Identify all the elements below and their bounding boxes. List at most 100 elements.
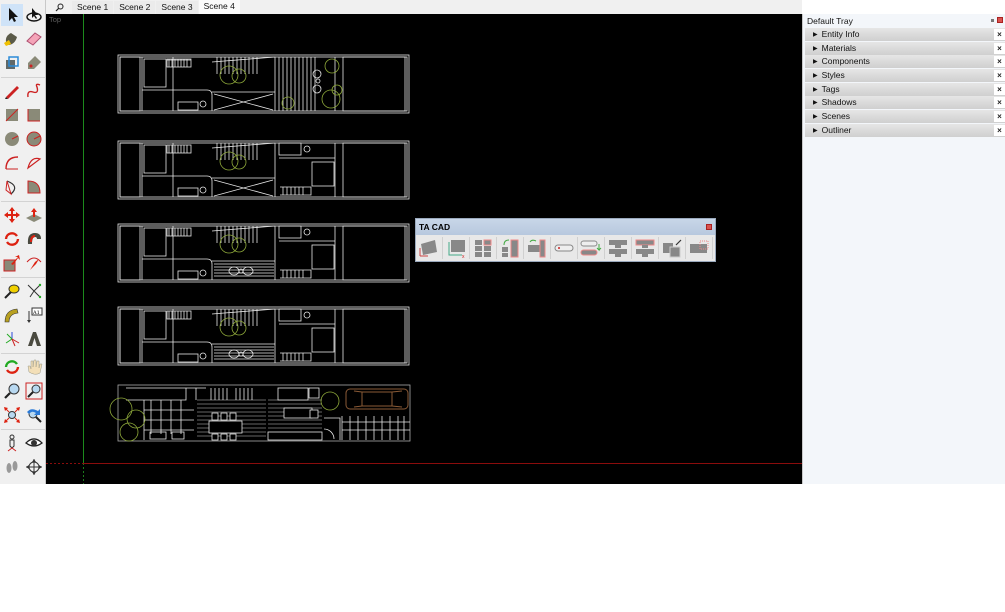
tray-close-button[interactable] xyxy=(997,17,1003,23)
panel-scenes[interactable]: ▶Scenes × xyxy=(805,110,1005,124)
text-label-button[interactable] xyxy=(552,237,578,259)
rectangle-tool-button[interactable] xyxy=(1,104,23,126)
panel-label: Tags xyxy=(821,83,840,94)
red-axis-negative xyxy=(46,463,83,464)
floor-plan-4[interactable] xyxy=(117,306,411,368)
expand-arrow-icon: ▶ xyxy=(813,127,818,134)
paint-bucket-tool-button[interactable] xyxy=(1,28,23,50)
orbit-tool-button[interactable] xyxy=(23,4,45,26)
zoom-window-tool-button[interactable] xyxy=(23,380,45,402)
3d-text-tool-button[interactable] xyxy=(23,328,45,350)
pie-tool-button[interactable] xyxy=(23,176,45,198)
hand-icon xyxy=(27,359,43,375)
make-component-tool-button[interactable] xyxy=(1,52,23,74)
look-around-button[interactable] xyxy=(23,432,45,454)
rotate-icon xyxy=(4,232,20,246)
panel-tags[interactable]: ▶Tags × xyxy=(805,82,1005,96)
freehand-tool-button[interactable] xyxy=(23,80,45,102)
circle-tool-button[interactable] xyxy=(1,128,23,150)
panel-label: Outliner xyxy=(821,124,852,135)
svg-text:x: x xyxy=(462,254,465,258)
scene-tab-3[interactable]: Scene 3 xyxy=(156,1,198,14)
close-panel-icon[interactable]: × xyxy=(994,111,1005,123)
rotated-rectangle-tool-button[interactable] xyxy=(23,104,45,126)
component-icon xyxy=(6,56,19,69)
array-grid-icon xyxy=(475,239,492,257)
close-panel-icon[interactable]: × xyxy=(994,83,1005,95)
text-tool-button[interactable]: A1 xyxy=(23,304,45,326)
scene-tab-4[interactable]: Scene 4 xyxy=(198,0,240,14)
swap-labels-button[interactable] xyxy=(579,237,605,259)
panel-label: Shadows xyxy=(821,97,857,108)
panel-shadows[interactable]: ▶Shadows × xyxy=(805,96,1005,110)
toolbar-divider xyxy=(1,77,45,78)
push-pull-tool-button[interactable] xyxy=(23,204,45,226)
scale-tool-button[interactable] xyxy=(1,252,23,274)
circle-icon xyxy=(5,132,19,146)
walk-tool-button[interactable] xyxy=(1,456,23,478)
move-align-button[interactable] xyxy=(525,237,551,259)
ta-cad-close-button[interactable] xyxy=(706,224,712,230)
panel-label: Materials xyxy=(821,42,857,53)
dimension-tool-button[interactable] xyxy=(23,280,45,302)
floor-plan-2[interactable] xyxy=(117,140,411,202)
scene-search-button[interactable] xyxy=(46,0,72,14)
move-arrows-icon xyxy=(4,207,20,223)
scene-tab-2[interactable]: Scene 2 xyxy=(114,1,156,14)
offset-tool-button[interactable] xyxy=(23,252,45,274)
rectangle-icon xyxy=(5,108,19,122)
panel-entity-info[interactable]: ▶Entity Info × xyxy=(805,28,1005,41)
previous-view-button[interactable] xyxy=(23,404,45,426)
zoom-tool-button[interactable] xyxy=(1,380,23,402)
move-tool-button[interactable] xyxy=(1,204,23,226)
position-camera-button[interactable] xyxy=(1,432,23,454)
three-point-arc-tool-button[interactable] xyxy=(1,176,23,198)
rotate-array-button[interactable] xyxy=(498,237,524,259)
merge-bottom-button[interactable] xyxy=(633,237,659,259)
close-panel-icon[interactable]: × xyxy=(994,70,1005,82)
close-panel-icon[interactable]: × xyxy=(994,42,1005,54)
scene-tab-1[interactable]: Scene 1 xyxy=(72,1,114,14)
panel-outliner[interactable]: ▶Outliner × xyxy=(805,123,1005,137)
magnifier-icon xyxy=(55,3,63,11)
select-region-button[interactable] xyxy=(687,237,713,259)
eraser-tool-button[interactable] xyxy=(23,28,45,50)
axes-tool-button[interactable] xyxy=(1,328,23,350)
floor-plan-ground[interactable] xyxy=(106,384,412,444)
flatten-button[interactable] xyxy=(417,237,443,259)
tape-measure-tool-button[interactable] xyxy=(1,280,23,302)
panel-styles[interactable]: ▶Styles × xyxy=(805,69,1005,83)
polygon-icon xyxy=(26,131,42,147)
close-panel-icon[interactable]: × xyxy=(994,97,1005,109)
select-tool-button[interactable] xyxy=(1,4,23,26)
tag-tool-button[interactable] xyxy=(23,52,45,74)
orbit-view-button[interactable] xyxy=(1,356,23,378)
edit-block-button[interactable] xyxy=(660,237,686,259)
close-panel-icon[interactable]: × xyxy=(994,124,1005,136)
array-grid-button[interactable] xyxy=(471,237,497,259)
protractor-tool-button[interactable] xyxy=(1,304,23,326)
line-tool-button[interactable] xyxy=(1,80,23,102)
push-pull-icon xyxy=(26,208,42,222)
follow-me-icon xyxy=(27,233,41,244)
rotate-tool-button[interactable] xyxy=(1,228,23,250)
panel-materials[interactable]: ▶Materials × xyxy=(805,41,1005,55)
merge-top-button[interactable] xyxy=(606,237,632,259)
two-point-arc-tool-button[interactable] xyxy=(23,152,45,174)
close-panel-icon[interactable]: × xyxy=(994,29,1005,40)
panel-components[interactable]: ▶Components × xyxy=(805,55,1005,69)
align-to-axes-button[interactable]: x xyxy=(444,237,470,259)
panel-label: Styles xyxy=(821,70,845,81)
red-axis xyxy=(83,463,802,464)
floor-plan-1[interactable] xyxy=(117,54,411,116)
polygon-tool-button[interactable] xyxy=(23,128,45,150)
arc-tool-button[interactable] xyxy=(1,152,23,174)
pin-icon[interactable] xyxy=(991,19,994,22)
section-plane-button[interactable] xyxy=(23,456,45,478)
zoom-extents-tool-button[interactable] xyxy=(1,404,23,426)
follow-me-tool-button[interactable] xyxy=(23,228,45,250)
close-panel-icon[interactable]: × xyxy=(994,56,1005,68)
ta-cad-title-bar[interactable]: TA CAD xyxy=(416,219,715,235)
pan-tool-button[interactable] xyxy=(23,356,45,378)
floor-plan-3[interactable] xyxy=(117,223,411,285)
